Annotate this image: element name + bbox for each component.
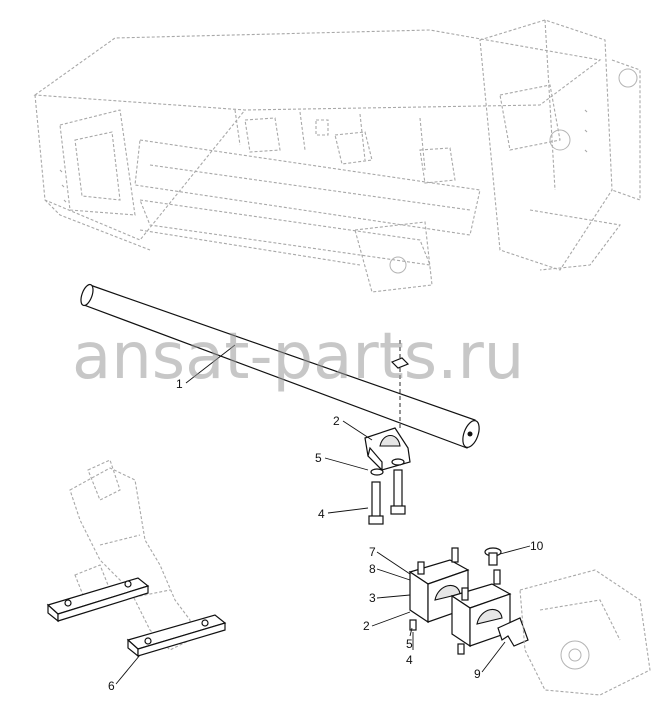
assembly-axis-line <box>390 340 410 430</box>
upper-washers <box>370 458 405 476</box>
leader-lines <box>115 344 531 685</box>
callout-5-upper: 5 <box>315 451 322 465</box>
lower-left-mount-outline <box>69 459 191 651</box>
angle-bracket <box>497 617 529 647</box>
shaft-tube <box>80 283 480 449</box>
lower-right-housing-outline <box>519 569 651 696</box>
callout-4-lower: 4 <box>406 653 413 667</box>
callout-2-lower: 2 <box>363 619 370 633</box>
callout-6: 6 <box>108 679 115 693</box>
callout-10: 10 <box>530 539 544 553</box>
callout-4-upper: 4 <box>318 507 325 521</box>
callout-2-upper: 2 <box>333 414 340 428</box>
callout-7: 7 <box>369 545 376 559</box>
mounting-pads <box>46 577 227 658</box>
callout-1: 1 <box>176 377 183 391</box>
callout-9: 9 <box>474 667 481 681</box>
machine-frame-outline <box>33 19 641 293</box>
callout-labels: 1 2 5 4 7 8 3 2 5 4 10 9 6 <box>108 377 544 693</box>
upper-bolts <box>368 469 406 525</box>
flange-bolt <box>484 547 502 566</box>
callout-8: 8 <box>369 562 376 576</box>
watermark-text: ansat-parts.ru <box>72 320 524 394</box>
callout-5-lower: 5 <box>406 637 413 651</box>
callout-3: 3 <box>369 591 376 605</box>
